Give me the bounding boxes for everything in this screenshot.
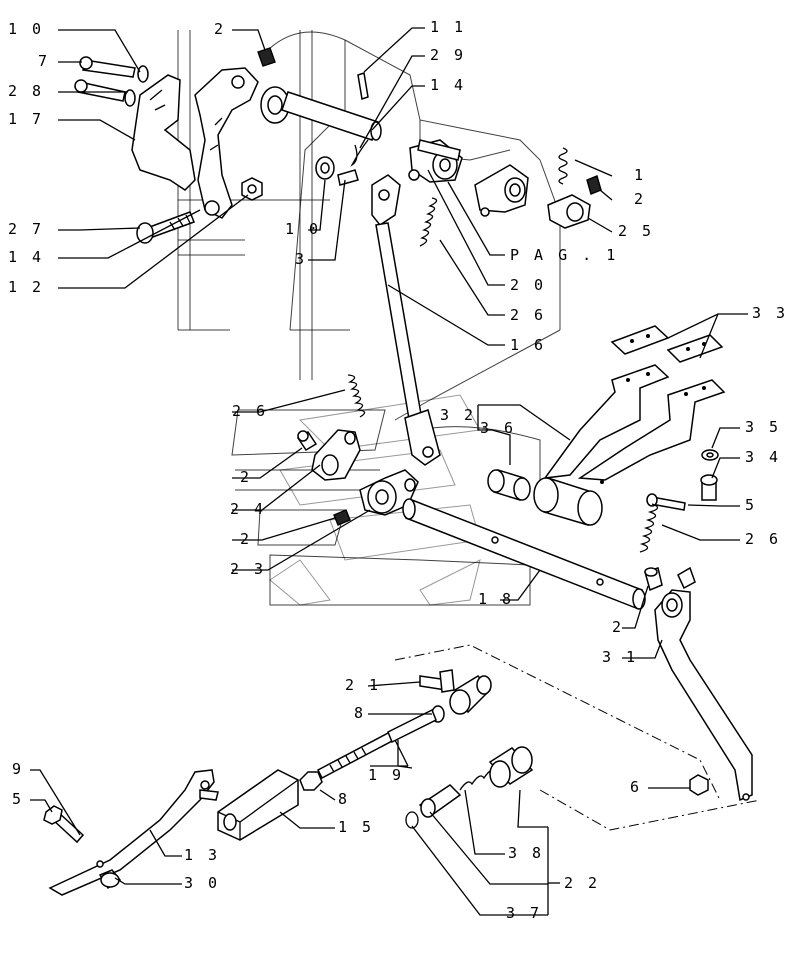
collar-pag1 <box>474 164 529 217</box>
label-26-right: 2 6 <box>745 530 781 548</box>
label-6: 6 <box>630 778 642 796</box>
label-25: 2 5 <box>618 222 654 240</box>
pin-11 <box>357 72 369 100</box>
label-26-mid: 2 6 <box>232 402 268 420</box>
label-12: 1 2 <box>8 278 44 296</box>
label-36: 3 6 <box>480 419 516 437</box>
label-5-low: 5 <box>12 790 24 808</box>
label-23: 2 3 <box>230 560 266 578</box>
label-9: 9 <box>12 760 24 778</box>
label-29: 2 9 <box>430 46 466 64</box>
screw-2-mid <box>296 430 318 452</box>
label-7: 7 <box>38 52 50 70</box>
bushing-36 <box>487 469 531 501</box>
label-24: 2 4 <box>230 500 266 518</box>
label-11: 1 1 <box>430 18 466 36</box>
lever-29 <box>194 67 259 219</box>
screw-5-mid <box>646 493 686 511</box>
label-26-top: 2 6 <box>510 306 546 324</box>
label-10-mid: 1 0 <box>285 220 321 238</box>
washer-35 <box>701 449 719 461</box>
label-21: 2 1 <box>345 676 381 694</box>
label-14-left: 1 4 <box>8 248 44 266</box>
rod-19 <box>317 708 437 780</box>
circlip-37 <box>405 811 419 829</box>
label-8-low: 8 <box>338 790 350 808</box>
bushing-32 <box>533 477 604 526</box>
pads-33 <box>610 325 724 363</box>
bolt-7 <box>74 56 149 107</box>
screw-2-top <box>257 47 276 67</box>
label-pag1: P A G . 1 <box>510 246 618 264</box>
label-1: 1 <box>634 166 646 184</box>
label-22: 2 2 <box>564 874 600 892</box>
label-18: 1 8 <box>478 590 514 608</box>
nut-30 <box>98 869 122 890</box>
label-37: 3 7 <box>506 904 542 922</box>
label-20: 2 0 <box>510 276 546 294</box>
screw-2-right <box>586 175 602 195</box>
sleeve-22 <box>488 746 534 788</box>
label-2-top: 2 <box>214 20 226 38</box>
bracket-17 <box>131 74 196 191</box>
shaft-14 <box>260 86 382 141</box>
leader-lines <box>30 27 748 916</box>
spring-26-mid <box>347 374 366 418</box>
block-15 <box>217 769 299 841</box>
label-3: 3 <box>295 250 307 268</box>
spring-1 <box>558 147 568 185</box>
shaft-18 <box>402 498 646 610</box>
screw-2-lever <box>644 567 663 592</box>
pin-22 <box>418 784 462 818</box>
label-28: 2 8 <box>8 82 44 100</box>
label-19: 1 9 <box>368 766 404 784</box>
nut-6 <box>689 774 709 796</box>
screw-9 <box>43 805 85 844</box>
dashed-assembly-outline <box>394 644 761 831</box>
label-2-right: 2 <box>634 190 646 208</box>
label-16: 1 6 <box>510 336 546 354</box>
arm-20 <box>408 139 463 183</box>
label-5-mid: 5 <box>745 496 757 514</box>
bolt-34 <box>700 474 718 501</box>
screw-2-low <box>333 509 351 526</box>
label-14-top: 1 4 <box>430 76 466 94</box>
label-32: 3 2 <box>440 406 476 424</box>
label-10-top: 1 0 <box>8 20 44 38</box>
label-2-low: 2 <box>240 530 252 548</box>
label-13: 1 3 <box>184 846 220 864</box>
rod-16 <box>371 174 441 466</box>
pin-3 <box>337 169 359 186</box>
callout-labels: 1 0 7 2 8 1 7 2 1 1 2 9 1 4 1 2 2 5 2 7 … <box>8 18 788 922</box>
label-8-top: 8 <box>354 704 366 722</box>
label-38: 3 8 <box>508 844 544 862</box>
label-34: 3 4 <box>745 448 781 466</box>
bushing-19 <box>449 675 492 715</box>
label-2-mid: 2 <box>240 468 252 486</box>
label-15: 1 5 <box>338 818 374 836</box>
label-31: 3 1 <box>602 648 638 666</box>
screw-21 <box>419 669 455 693</box>
spring-26-right <box>639 503 659 553</box>
label-27: 2 7 <box>8 220 44 238</box>
collar-24 <box>311 429 361 481</box>
label-17: 1 7 <box>8 110 44 128</box>
lever-31 <box>654 566 753 802</box>
label-2-lever: 2 <box>612 618 624 636</box>
label-33: 3 3 <box>752 304 788 322</box>
spring-26-top <box>419 197 438 247</box>
housing-outline <box>177 30 561 606</box>
bracket-32 <box>543 364 726 481</box>
nut-8-low <box>299 771 323 791</box>
spring-clip-29 <box>350 139 369 167</box>
bushing-10-top <box>315 156 335 180</box>
nut-12 <box>241 177 263 201</box>
label-30: 3 0 <box>184 874 220 892</box>
collar-25 <box>547 194 591 229</box>
label-35: 3 5 <box>745 418 781 436</box>
